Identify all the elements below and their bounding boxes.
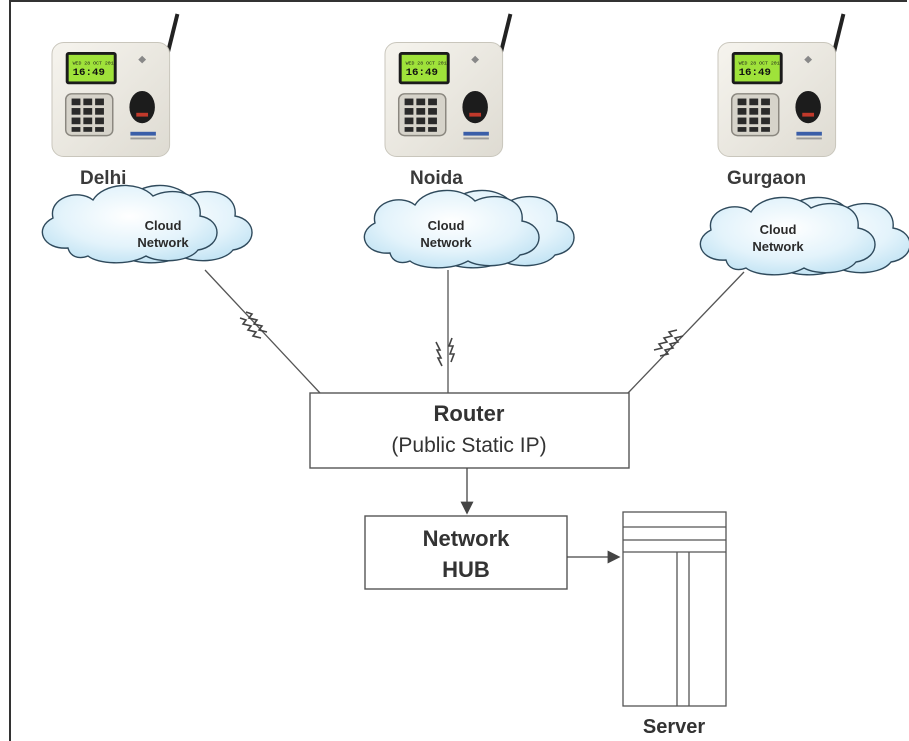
cloud-label-line2: Network: [420, 235, 472, 250]
server-icon: [622, 511, 727, 707]
device-time: 16:49: [739, 67, 771, 79]
link-gurgaon-router: [627, 271, 745, 394]
cloud-label-line1: Cloud: [145, 218, 182, 233]
cloud-label-line1: Cloud: [428, 218, 465, 233]
attendance-device-noida: WED 28 OCT 2015 16:49: [383, 12, 513, 159]
router-box: Router (Public Static IP): [309, 392, 630, 469]
site-gurgaon: WED 28 OCT 2015 16:49 Gurgaon Cloud Netw…: [699, 12, 909, 276]
cloud-gurgaon: Cloud Network: [699, 196, 909, 276]
diagram-frame: [9, 0, 907, 741]
server-label: Server: [643, 716, 705, 738]
wireless-links: [204, 269, 745, 394]
site-label-noida: Noida: [410, 168, 463, 189]
network-hub-box: Network HUB: [364, 515, 568, 590]
hub-line1: Network: [423, 526, 511, 551]
svg-text:WED 28 OCT 2015: WED 28 OCT 2015: [73, 60, 117, 66]
svg-text:WED 28 OCT 2015: WED 28 OCT 2015: [406, 60, 450, 66]
cloud-label-line1: Cloud: [760, 222, 797, 237]
attendance-device-gurgaon: WED 28 OCT 2015 16:49: [716, 12, 846, 159]
cloud-label-line2: Network: [752, 239, 804, 254]
device-time: 16:49: [406, 67, 438, 79]
site-delhi: WED 28 OCT 2015 16:49 Delhi Cloud Networ…: [41, 12, 253, 264]
cloud-label-line2: Network: [137, 235, 189, 250]
svg-text:WED 28 OCT 2015: WED 28 OCT 2015: [739, 60, 783, 66]
site-label-delhi: Delhi: [80, 168, 126, 189]
router-subtitle: (Public Static IP): [391, 434, 546, 457]
site-noida: WED 28 OCT 2015 16:49 Noida Cloud Networ…: [363, 12, 575, 269]
cloud-delhi: Cloud Network: [41, 184, 253, 264]
site-label-gurgaon: Gurgaon: [727, 168, 806, 189]
router-title: Router: [434, 401, 505, 426]
device-time: 16:49: [73, 67, 105, 79]
cloud-noida: Cloud Network: [363, 189, 575, 269]
hub-line2: HUB: [442, 557, 490, 582]
wireless-signal-icon: [239, 311, 684, 367]
attendance-device-delhi: WED 28 OCT 2015 16:49: [50, 12, 180, 159]
